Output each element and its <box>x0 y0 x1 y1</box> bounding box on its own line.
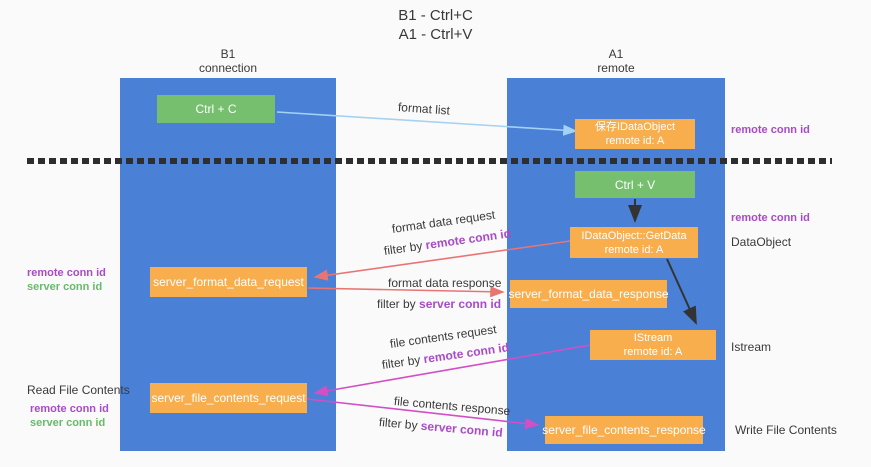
annotation-remote-conn-id-top: remote conn id <box>731 124 810 136</box>
lane-b1-name: B1 <box>220 47 236 61</box>
server-format-data-request-box: server_format_data_request <box>150 267 307 297</box>
annotation-remote-conn-id-left2: remote conn id <box>30 403 109 415</box>
lane-header-b1: B1 connection <box>120 47 336 75</box>
remote-conn-id-text: remote conn id <box>424 226 512 253</box>
lane-a1-name: A1 <box>608 47 624 61</box>
annotation-remote-conn-id-left1: remote conn id <box>27 267 106 279</box>
label-format-data-response: format data response <box>388 276 502 290</box>
annotation-remote-conn-id-mid: remote conn id <box>731 212 810 224</box>
ctrl-v-box: Ctrl + V <box>575 171 695 198</box>
annotation-write-file-contents: Write File Contents <box>735 423 837 437</box>
label-file-contents-response: file contents response <box>393 394 511 419</box>
lane-header-a1: A1 remote <box>507 47 725 75</box>
server-conn-id-text: server conn id <box>420 418 504 440</box>
idataobject-getdata-box: IDataObject::GetData remote id: A <box>570 227 698 258</box>
filter-by-text: filter by <box>381 352 422 372</box>
save-idataobject-box: 保存IDataObject remote id: A <box>575 119 695 149</box>
server-file-contents-response-box: server_file_contents_response <box>542 416 706 444</box>
getdata-line1: IDataObject::GetData <box>581 229 687 242</box>
istream-line2: remote id: A <box>623 346 683 358</box>
filter-by-text: filter by <box>383 238 424 258</box>
ctrl-c-box: Ctrl + C <box>157 95 275 123</box>
getdata-line2: remote id: A <box>604 243 664 256</box>
title-line-1: B1 - Ctrl+C <box>398 7 473 24</box>
server-format-data-response-box: server_format_data_response <box>508 280 669 308</box>
save-idataobject-line2: remote id: A <box>605 135 665 147</box>
annotation-istream: Istream <box>731 340 772 354</box>
istream-line1: IStream <box>633 332 673 344</box>
lane-a1-role: remote <box>597 61 635 75</box>
diagram-title: B1 - Ctrl+C A1 - Ctrl+V <box>0 6 871 44</box>
server-conn-id-text: server conn id <box>419 297 502 311</box>
annotation-server-conn-id-left2: server conn id <box>30 417 106 429</box>
lane-b1-role: connection <box>198 61 258 75</box>
server-file-contents-request-box: server_file_contents_request <box>150 383 307 413</box>
label-format-list: format list <box>397 100 451 118</box>
label-filter-server-1: filter by server conn id <box>377 297 501 311</box>
annotation-read-file-contents: Read File Contents <box>27 383 130 397</box>
dashed-separator-line <box>27 158 832 164</box>
filter-by-text: filter by <box>377 297 416 311</box>
title-line-2: A1 - Ctrl+V <box>398 26 473 43</box>
label-filter-server-2: filter by server conn id <box>378 415 503 440</box>
filter-by-text: filter by <box>378 415 419 433</box>
annotation-server-conn-id-left1: server conn id <box>27 281 103 293</box>
save-idataobject-line1: 保存IDataObject <box>594 121 676 133</box>
annotation-dataobject: DataObject <box>731 235 792 249</box>
istream-box: IStream remote id: A <box>590 330 716 360</box>
